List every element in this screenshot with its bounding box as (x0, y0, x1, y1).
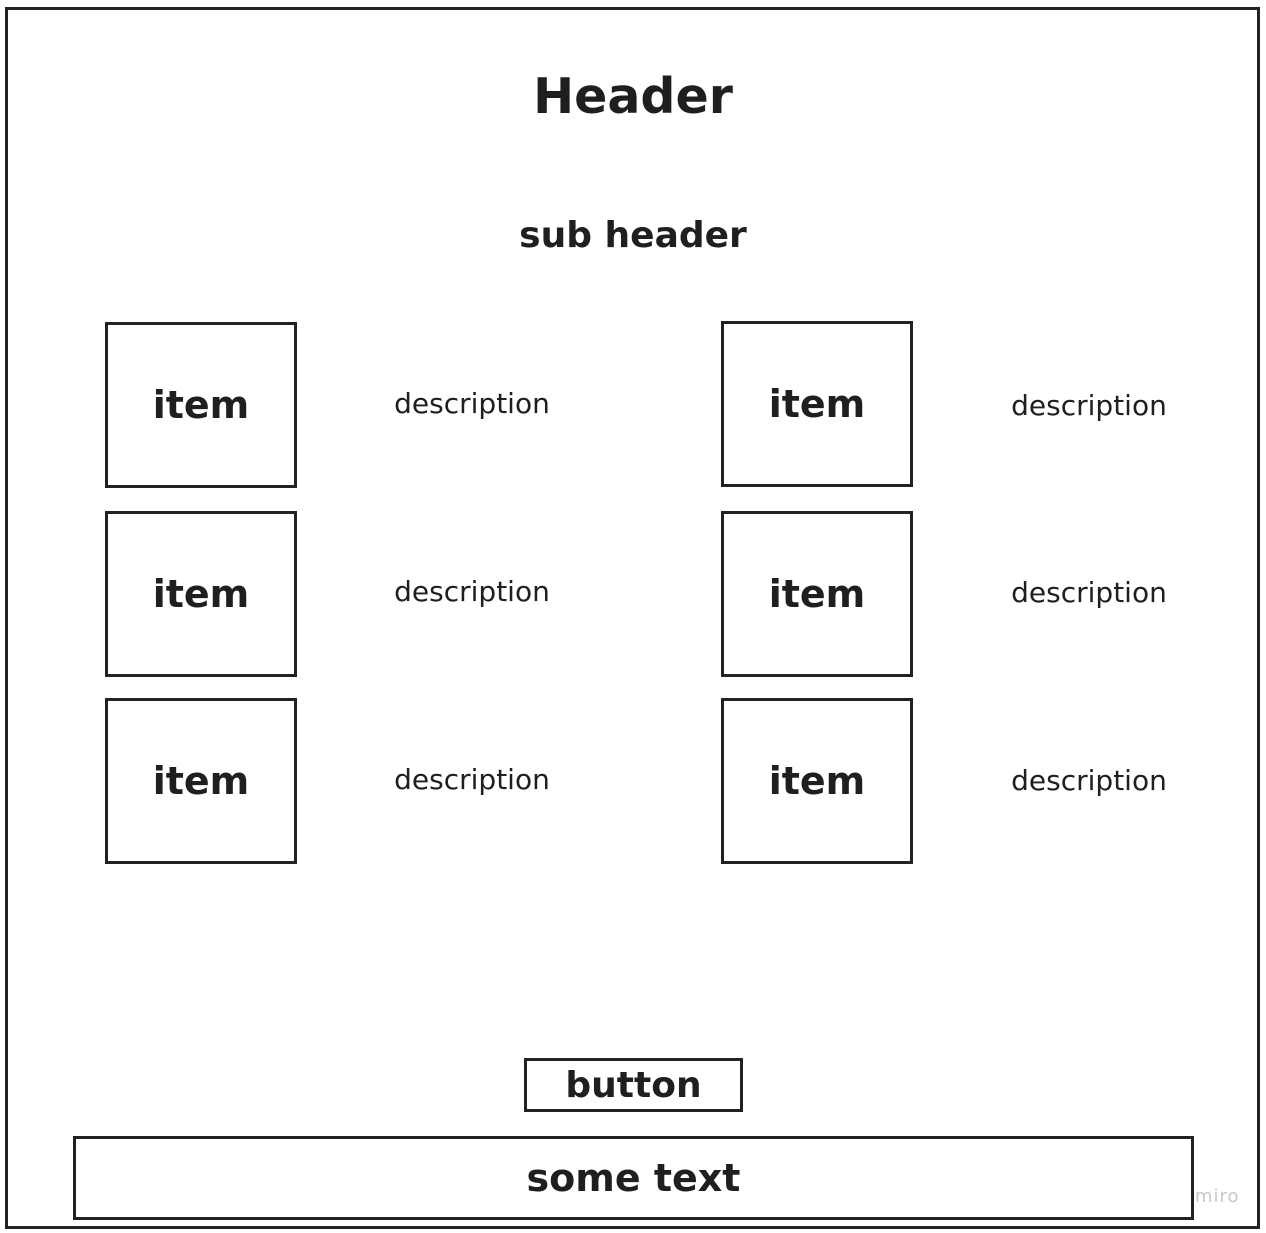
page-frame (5, 7, 1260, 1229)
item-description: description (1011, 389, 1167, 422)
item-description: description (394, 575, 550, 608)
item-description: description (1011, 576, 1167, 609)
item-box[interactable]: item (105, 511, 297, 677)
item-box[interactable]: item (105, 698, 297, 864)
primary-button[interactable]: button (524, 1058, 743, 1112)
item-description: description (1011, 764, 1167, 797)
item-description: description (394, 387, 550, 420)
item-box[interactable]: item (721, 321, 913, 487)
item-box[interactable]: item (721, 698, 913, 864)
page-title: Header (533, 68, 733, 125)
page-subtitle: sub header (519, 215, 747, 256)
item-box[interactable]: item (721, 511, 913, 677)
item-description: description (394, 763, 550, 796)
item-box[interactable]: item (105, 322, 297, 488)
footer-text-box: some text (73, 1136, 1194, 1220)
miro-watermark: miro (1195, 1186, 1240, 1207)
